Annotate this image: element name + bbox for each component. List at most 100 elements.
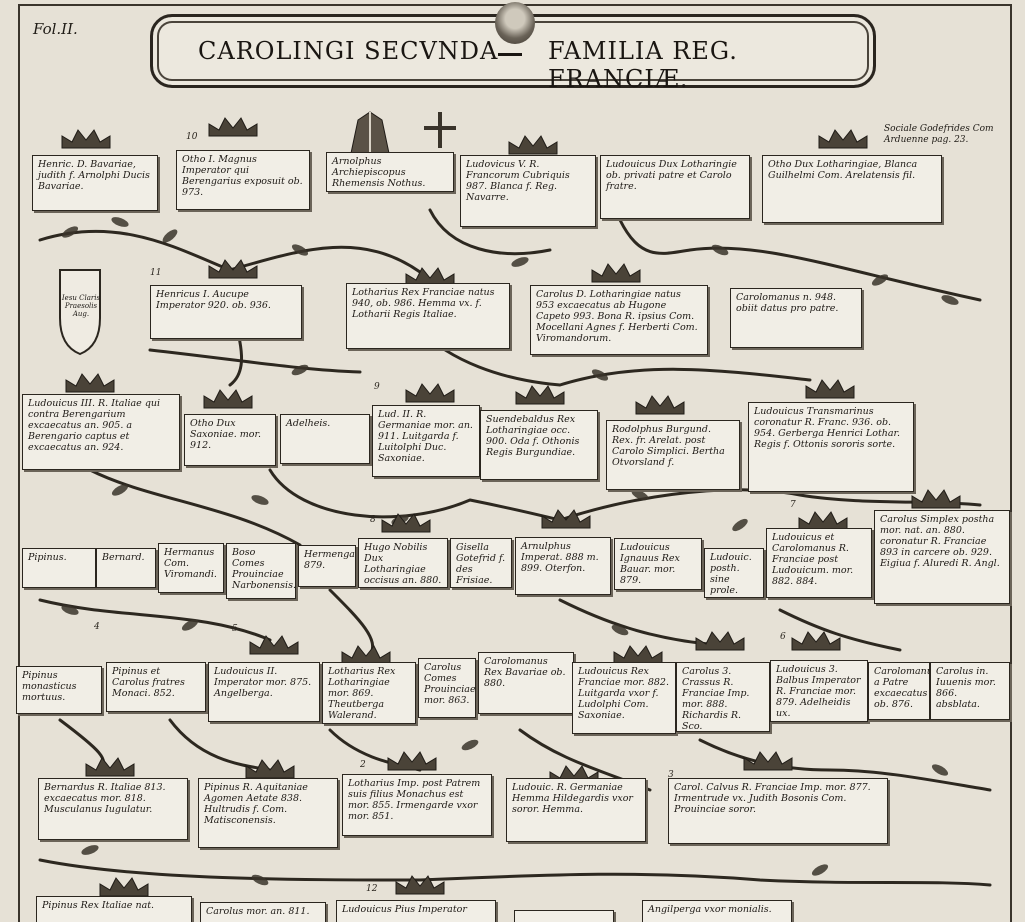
person-box: Pipinus monasticus mortuus.: [16, 666, 102, 714]
generation-numeral: 10: [186, 132, 198, 142]
shield-icon: [59, 269, 101, 356]
person-box: Carolus 3. Crassus R. Franciae Imp. mor.…: [676, 662, 770, 732]
person-box: Ludouicus Ignauus Rex Bauar. mor. 879.: [614, 538, 702, 590]
person-box: Carolus Comes Prouinciae mor. 863.: [418, 658, 476, 718]
person-box: Ludouicus et Carolomanus R. Franciae pos…: [766, 528, 872, 598]
person-box: Ludouicus Rex Franciae mor. 882. Luitgar…: [572, 662, 676, 734]
crown-icon: [405, 383, 455, 403]
crown-icon: [818, 129, 868, 149]
person-box: Lotharius Rex Franciae natus 940, ob. 98…: [346, 283, 510, 349]
crown-icon: [395, 875, 445, 895]
person-box: Ludouic. posth. sine prole.: [704, 548, 764, 598]
crown-icon: [613, 645, 663, 665]
title-left: CAROLINGI SECVNDA: [198, 37, 499, 65]
generation-numeral: 5: [232, 624, 238, 634]
person-box: Arnulphus Imperat. 888 m. 899. Oterfon.: [515, 537, 611, 595]
generation-numeral: 12: [366, 884, 378, 894]
crown-icon: [635, 395, 685, 415]
person-box: Hugo Nobilis Dux Lotharingiae occisus an…: [358, 538, 448, 588]
person-box: Ludouicus Pius Imperator: [336, 900, 496, 922]
crown-icon: [695, 631, 745, 651]
person-box: Carolus Simplex postha mor. nat. an. 880…: [874, 510, 1010, 604]
crown-icon: [743, 751, 793, 771]
generation-numeral: 8: [370, 515, 376, 525]
crown-icon: [798, 511, 848, 531]
crown-icon: [515, 385, 565, 405]
cross-icon: [424, 112, 456, 148]
person-box: Henricus I. Aucupe Imperator 920. ob. 93…: [150, 285, 302, 339]
generation-numeral: 6: [780, 632, 786, 642]
person-box: Ludouicus II. Imperator mor. 875. Angelb…: [208, 662, 320, 722]
person-box: Hermanus Com. Viromandi.: [158, 543, 224, 593]
crown-icon: [85, 757, 135, 777]
person-box: Carolus in. Iuuenis mor. 866. absblata.: [930, 662, 1010, 720]
crown-icon: [387, 751, 437, 771]
title-cartouche: CAROLINGI SECVNDA FAMILIA REG. FRANCIÆ.: [150, 14, 876, 93]
title-dash: [498, 53, 522, 56]
side-note: Sociale Godefrides Com Arduenne pag. 23.: [884, 124, 994, 145]
crown-icon: [249, 635, 299, 655]
person-box: Hermengard. 879.: [298, 545, 356, 587]
generation-numeral: 2: [360, 760, 366, 770]
person-box: Carolomanus n. 948. obiit datus pro patr…: [730, 288, 862, 348]
person-box: Ludouic. R. Germaniae Hemma Hildegardis …: [506, 778, 646, 842]
person-box: Lotharius Imp. post Patrem suis filius M…: [342, 774, 492, 836]
person-box: Lotharius Rex Lotharingiae mor. 869. The…: [322, 662, 416, 724]
person-box: Carolomanus a Patre excaecatus ob. 876.: [868, 662, 930, 720]
crown-icon: [541, 509, 591, 529]
person-box: Henric. D. Bavariae, judith f. Arnolphi …: [32, 155, 158, 211]
crown-icon: [65, 373, 115, 393]
crown-icon: [61, 129, 111, 149]
angel-head-ornament: [495, 2, 535, 44]
person-box: Carolomanus Rex Bavariae ob. 880.: [478, 652, 574, 714]
person-box: Gisella Gotefrid f. des Frisiae.: [450, 538, 512, 588]
crown-icon: [805, 379, 855, 399]
person-box: [514, 910, 614, 922]
person-box: Ludouicus III. R. Italiae qui contra Ber…: [22, 394, 180, 470]
generation-numeral: 4: [94, 622, 100, 632]
person-box: Arnolphus Archiepiscopus Rhemensis Nothu…: [326, 152, 454, 192]
person-box: Carolus D. Lotharingiae natus 953 excaec…: [530, 285, 708, 355]
crown-icon: [405, 267, 455, 287]
crown-icon: [208, 259, 258, 279]
crown-icon: [245, 759, 295, 779]
generation-numeral: 11: [150, 268, 162, 278]
crown-icon: [381, 513, 431, 533]
crown-icon: [341, 645, 391, 665]
person-box: Ludouicus Dux Lotharingie ob. privati pa…: [600, 155, 750, 219]
person-box: Adelheis.: [280, 414, 370, 464]
person-box: Carol. Calvus R. Franciae Imp. mor. 877.…: [668, 778, 888, 844]
person-box: Boso Comes Prouinciae Narbonensis.: [226, 543, 296, 599]
person-box: Pipinus et Carolus fratres Monaci. 852.: [106, 662, 206, 712]
person-box: Otho I. Magnus Imperator qui Berengarius…: [176, 150, 310, 210]
person-box: Pipinus.: [22, 548, 96, 588]
crown-icon: [911, 489, 961, 509]
mitre-icon: [349, 111, 391, 159]
crown-icon: [791, 631, 841, 651]
person-box: Lud. II. R. Germaniae mor. an. 911. Luit…: [372, 405, 480, 477]
person-box: Ludovicus V. R. Francorum Cubriquis 987.…: [460, 155, 596, 227]
person-box: Pipinus R. Aquitaniae Agomen Aetate 838.…: [198, 778, 338, 848]
person-box: Carolus mor. an. 811.: [200, 902, 326, 922]
crown-icon: [591, 263, 641, 283]
title-right: FAMILIA REG. FRANCIÆ.: [548, 37, 738, 93]
person-box: Otho Dux Saxoniae. mor. 912.: [184, 414, 276, 466]
person-box: Otho Dux Lotharingiae, Blanca Guilhelmi …: [762, 155, 942, 223]
shield-label: Iesu Claris Praesolis Aug.: [61, 294, 101, 318]
generation-numeral: 3: [668, 770, 674, 780]
crown-icon: [99, 877, 149, 897]
person-box: Ludouicus Transmarinus coronatur R. Fran…: [748, 402, 914, 492]
person-box: Ludouicus 3. Balbus Imperator R. Francia…: [770, 660, 868, 722]
person-box: Rodolphus Burgund. Rex. fr. Arelat. post…: [606, 420, 740, 490]
folio-number: Fol.II.: [33, 20, 78, 38]
person-box: Bernard.: [96, 548, 156, 588]
crown-icon: [203, 389, 253, 409]
person-box: Suendebaldus Rex Lotharingiae occ. 900. …: [480, 410, 598, 480]
crown-icon: [208, 117, 258, 137]
person-box: Angilperga vxor monialis.: [642, 900, 792, 922]
crown-icon: [508, 135, 558, 155]
generation-numeral: 7: [790, 500, 796, 510]
person-box: Bernardus R. Italiae 813. excaecatus mor…: [38, 778, 188, 840]
generation-numeral: 9: [374, 382, 380, 392]
